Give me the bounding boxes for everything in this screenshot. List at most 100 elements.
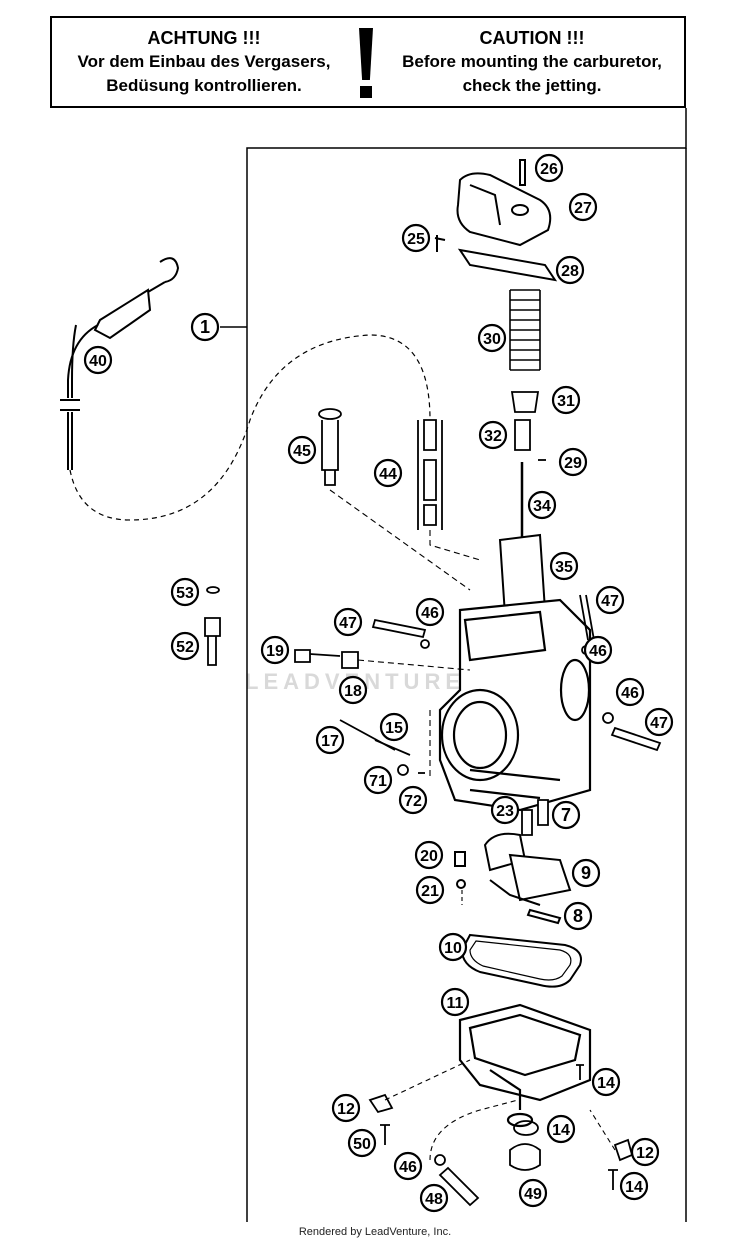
callout-circle (551, 800, 581, 830)
callout-circle (315, 725, 345, 755)
callout-label: 23 (496, 803, 514, 820)
left-small-parts (204, 586, 221, 666)
callout-circle (440, 987, 470, 1017)
callout-circle (415, 597, 445, 627)
callout-label: 12 (337, 1101, 355, 1118)
callout-circle (490, 795, 520, 825)
float-bowl (458, 1003, 592, 1128)
callout-28: 28 (555, 255, 585, 285)
callout-circle (549, 551, 579, 581)
callout-label: 32 (484, 428, 502, 445)
throttle-cable (60, 257, 431, 521)
callout-label: 1 (200, 317, 210, 337)
throttle-spring (509, 289, 541, 371)
callout-30: 30 (477, 323, 507, 353)
callout-label: 14 (625, 1179, 643, 1196)
callout-circle (571, 858, 601, 888)
callout-label: 46 (421, 605, 439, 622)
callout-47: 47 (595, 585, 625, 615)
callout-circle (401, 223, 431, 253)
callout-14: 14 (591, 1067, 621, 1097)
callout-circle (83, 345, 113, 375)
callout-15: 15 (379, 712, 409, 742)
callout-label: 30 (483, 331, 501, 348)
callout-23: 23 (490, 795, 520, 825)
caution-box: ACHTUNG !!! Vor dem Einbau des Vergasers… (50, 16, 686, 108)
caution-german-line1: Vor dem Einbau des Vergasers, (77, 52, 331, 71)
callout-47: 47 (333, 607, 363, 637)
callout-label: 50 (353, 1136, 371, 1153)
callout-71: 71 (363, 765, 393, 795)
callout-circle (595, 585, 625, 615)
callout-46: 46 (393, 1151, 423, 1181)
exclamation-icon (359, 28, 373, 80)
callout-circle (333, 607, 363, 637)
callout-circle (563, 901, 593, 931)
bowl-hardware (368, 1059, 634, 1207)
caution-english-title: CAUTION !!! (479, 28, 585, 48)
callout-circle (287, 435, 317, 465)
caution-english: CAUTION !!! Before mounting the carburet… (382, 26, 682, 98)
callout-20: 20 (414, 840, 444, 870)
callout-label: 29 (564, 455, 582, 472)
callout-label: 17 (321, 733, 339, 750)
callout-35: 35 (549, 551, 579, 581)
callout-31: 31 (551, 385, 581, 415)
callout-46: 46 (415, 597, 445, 627)
callout-12: 12 (630, 1137, 660, 1167)
callout-group: 1402627252830313229344544355352474619184… (83, 153, 674, 1213)
callout-circle (551, 385, 581, 415)
callout-circle (558, 447, 588, 477)
carburetor-body (438, 598, 592, 812)
callout-11: 11 (440, 987, 470, 1017)
caution-english-line2: check the jetting. (462, 76, 602, 95)
callout-12: 12 (331, 1093, 361, 1123)
callout-label: 53 (176, 585, 194, 602)
needle-clip-parts (510, 391, 546, 540)
callout-label: 12 (636, 1145, 654, 1162)
callout-label: 47 (650, 715, 668, 732)
callout-circle (363, 765, 393, 795)
callout-label: 72 (404, 793, 422, 810)
callout-circle (170, 631, 200, 661)
callout-44: 44 (373, 458, 403, 488)
callout-9: 9 (571, 858, 601, 888)
callout-label: 18 (344, 683, 362, 700)
callout-circle (190, 312, 220, 342)
group-bracket-line (246, 108, 687, 1222)
callout-label: 19 (266, 643, 284, 660)
callout-46: 46 (615, 677, 645, 707)
callout-circle (630, 1137, 660, 1167)
callout-8: 8 (563, 901, 593, 931)
callout-14: 14 (546, 1114, 576, 1144)
callout-circle (583, 635, 613, 665)
callout-circle (591, 1067, 621, 1097)
callout-21: 21 (415, 875, 445, 905)
callout-34: 34 (527, 490, 557, 520)
top-cover (434, 159, 558, 282)
jets (521, 799, 549, 836)
adjuster-screw (318, 408, 481, 591)
caution-english-line1: Before mounting the carburetor, (402, 52, 662, 71)
footer-credit: Rendered by LeadVenture, Inc. (298, 1226, 452, 1238)
callout-circle (546, 1114, 576, 1144)
callout-label: 15 (385, 720, 403, 737)
callout-label: 44 (379, 466, 397, 483)
callout-circle (615, 677, 645, 707)
callout-label: 47 (339, 615, 357, 632)
callout-47: 47 (644, 707, 674, 737)
side-parts (294, 594, 662, 780)
callout-label: 21 (421, 883, 439, 900)
callout-label: 52 (176, 639, 194, 656)
callout-circle (534, 153, 564, 183)
callout-circle (619, 1171, 649, 1201)
callout-label: 20 (420, 848, 438, 865)
callout-14: 14 (619, 1171, 649, 1201)
float-bowl-gasket (460, 933, 582, 988)
callout-7: 7 (551, 800, 581, 830)
callout-46: 46 (583, 635, 613, 665)
callout-27: 27 (568, 192, 598, 222)
callout-circle (260, 635, 290, 665)
callout-circle (555, 255, 585, 285)
